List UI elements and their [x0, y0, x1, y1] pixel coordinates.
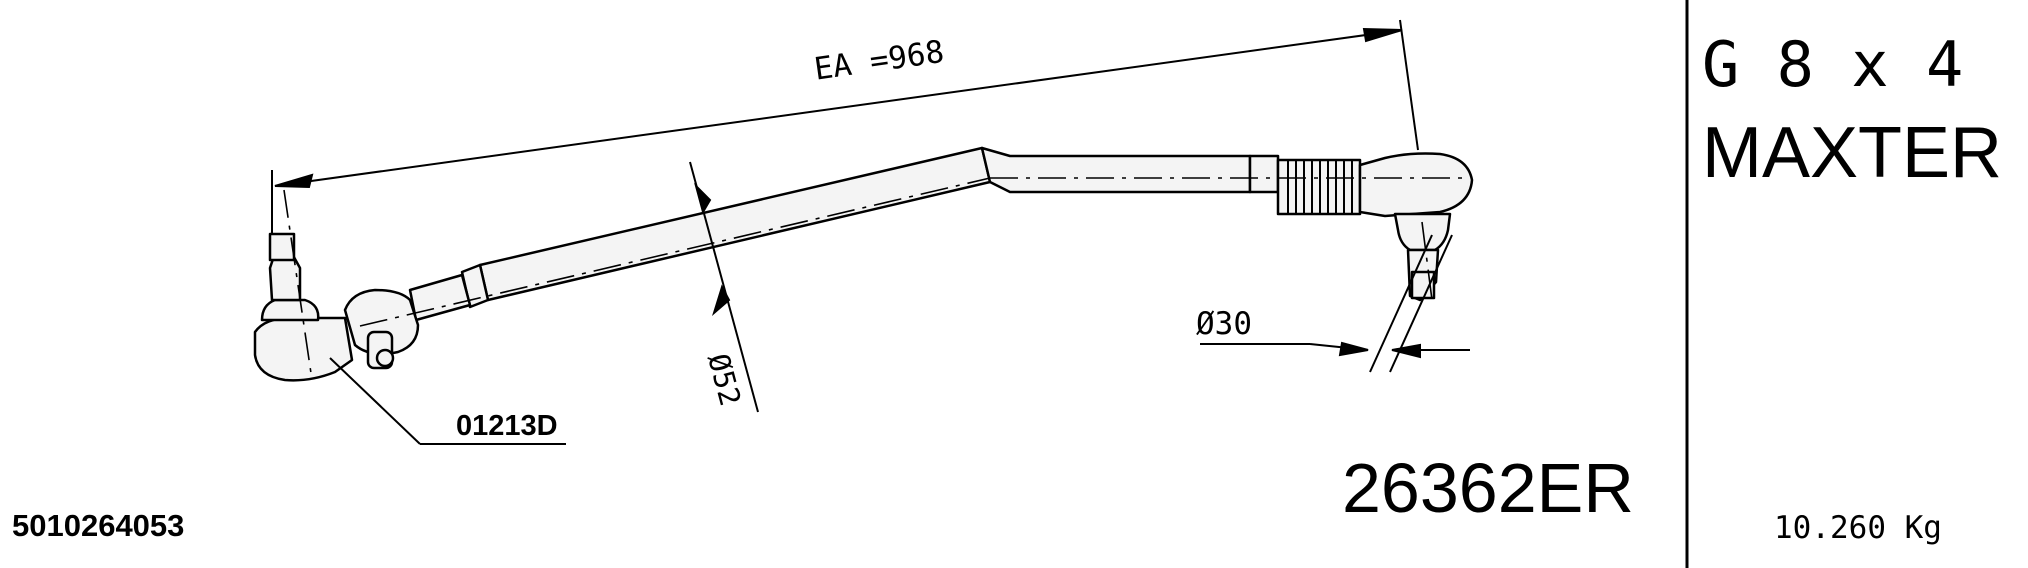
right-shaft [1248, 154, 1280, 194]
tie-rod-tube [478, 146, 992, 302]
model-line-1: G 8 x 4 [1702, 28, 1964, 101]
dimension-overall-length [271, 19, 1419, 235]
part-number: 26362ER [1342, 449, 1634, 527]
weight-label: 10.260 Kg [1774, 510, 1942, 546]
left-ball-pin-housing [260, 298, 320, 322]
tie-rod-assembly [253, 146, 1474, 382]
dimension-pin-diameter-label: Ø30 [1196, 306, 1252, 342]
left-pin-tip [268, 232, 296, 262]
callout-leader [329, 357, 566, 445]
right-ball-joint-head [1358, 152, 1474, 218]
left-joint-code-label: 01213D [456, 410, 558, 442]
dimension-tube-diameter [689, 161, 759, 413]
thread-lines [1287, 160, 1353, 214]
reference-number: 5010264053 [12, 508, 185, 543]
left-ball-joint-head [253, 316, 354, 382]
left-clamp-bolt-head [375, 348, 395, 368]
tube-bend [980, 146, 1252, 194]
dimension-pin-diameter [1200, 234, 1470, 373]
center-lines [283, 177, 1470, 381]
left-neck [408, 273, 472, 322]
model-line-2: MAXTER [1702, 113, 2003, 193]
